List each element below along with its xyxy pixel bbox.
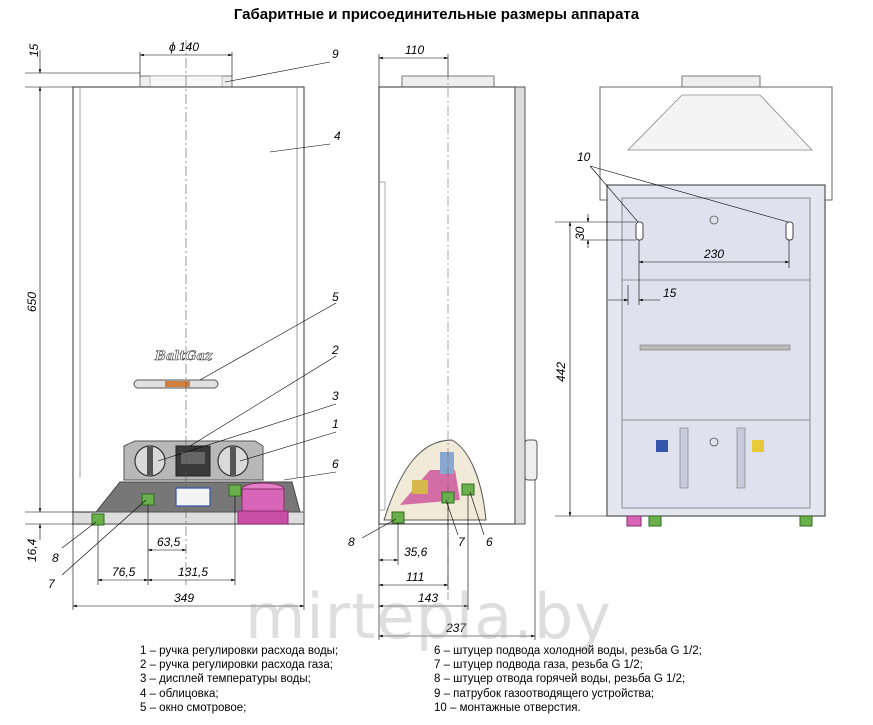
callout-10: 10 [577, 150, 591, 164]
callout-5: 5 [332, 290, 339, 304]
dim-top-gap: 15 [27, 43, 41, 57]
side-callout-8: 8 [348, 535, 355, 549]
dim-hole-offset: 15 [663, 286, 677, 300]
dim-width: 349 [174, 591, 194, 605]
dim-35-6: 35,6 [404, 545, 428, 559]
dim-76-5: 76,5 [112, 565, 136, 579]
dim-bottom-gap: 16,4 [25, 538, 39, 562]
legend-item-10: 10 – монтажные отверстия. [434, 701, 581, 714]
dim-mount-height: 442 [554, 362, 568, 382]
back-view: 10 30 230 15 442 [554, 75, 833, 527]
legend-item-3: 3 – дисплей температуры воды; [140, 673, 311, 686]
dim-depth: 237 [445, 621, 467, 635]
legend-item-4: 4 – облицовка; [140, 687, 219, 700]
dim-hole-spacing: 230 [703, 247, 724, 261]
dim-flue-diameter: ϕ 140 [169, 40, 199, 54]
watermark: mirtepla.by [245, 580, 612, 653]
legend-left: 1 – ручка регулировки расхода воды; 2 – … [140, 644, 338, 715]
side-view: 110 35,6 111 143 237 8 7 6 [348, 43, 538, 640]
dim-111: 111 [406, 570, 424, 584]
callout-9: 9 [332, 47, 339, 61]
pink-connector [237, 510, 289, 525]
legend-item-9: 9 – патрубок газоотводящего устройства; [434, 687, 655, 700]
front-view: BaltGaz 15 650 16,4 ϕ 140 [25, 40, 341, 610]
legend-item-7: 7 – штуцер подвода газа, резьба G 1/2; [434, 659, 643, 672]
legend-item-8: 8 – штуцер отвода горячей воды, резьба G… [434, 673, 686, 686]
dim-131-5: 131,5 [178, 565, 208, 579]
gas-fitting [141, 493, 155, 506]
dim-hole-height: 30 [573, 226, 587, 240]
dim-143: 143 [418, 591, 438, 605]
side-callout-7: 7 [458, 535, 466, 549]
legend-right: 6 – штуцер подвода холодной воды, резьба… [434, 644, 702, 715]
legend-item-6: 6 – штуцер подвода холодной воды, резьба… [434, 645, 702, 657]
legend-item-1: 1 – ручка регулировки расхода воды; [140, 645, 339, 657]
brand-logo: BaltGaz [154, 349, 213, 364]
legend-item-5: 5 – окно смотровое; [140, 701, 247, 714]
callout-2: 2 [331, 343, 339, 357]
callout-8: 8 [52, 551, 59, 565]
callout-4: 4 [334, 129, 341, 143]
cold-water-fitting [228, 484, 242, 497]
callout-6: 6 [332, 457, 339, 471]
dim-height: 650 [25, 292, 39, 312]
callout-3: 3 [332, 389, 339, 403]
callout-1: 1 [332, 417, 339, 431]
dim-flue-offset: 110 [405, 43, 424, 57]
drawing-title: Габаритные и присоединительные размеры а… [233, 6, 640, 23]
legend-item-2: 2 – ручка регулировки расхода газа; [140, 659, 333, 672]
side-callout-6: 6 [486, 535, 493, 549]
dim-63-5: 63,5 [157, 535, 181, 549]
callout-7: 7 [48, 577, 56, 591]
